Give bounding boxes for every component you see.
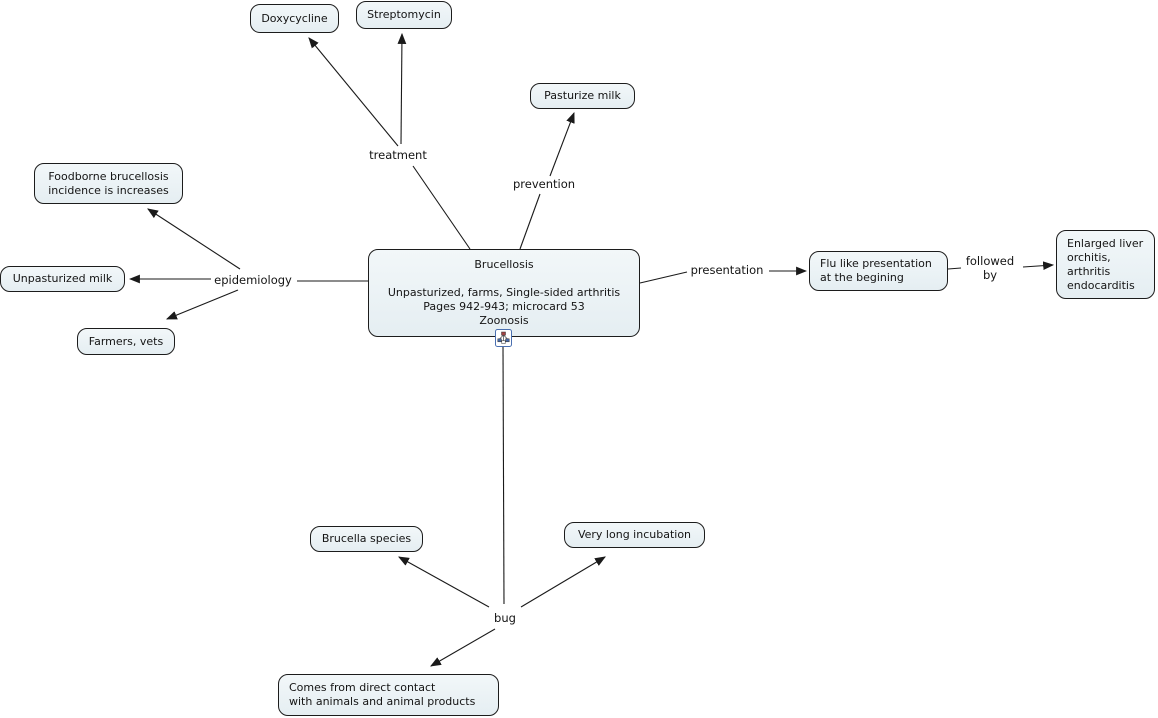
edge-bug-brucella-species[interactable] — [398, 556, 490, 608]
edge-epidemiology-farmers-vets[interactable] — [165, 289, 239, 320]
link-label-presentation[interactable]: presentation — [690, 263, 764, 277]
edge-flu-like-followed-by[interactable] — [947, 267, 962, 270]
node-doxycycline[interactable]: Doxycycline — [250, 4, 339, 33]
edge-bug-very-long-incubation[interactable] — [520, 556, 606, 608]
edge-treatment-streptomycin[interactable] — [397, 32, 407, 145]
edge-brucellosis-prevention[interactable] — [519, 193, 541, 250]
node-flu-like-presentation[interactable]: Flu like presentation at the begining — [809, 251, 948, 291]
link-label-bug[interactable]: bug — [494, 611, 516, 625]
edge-followed-by-enlarged-liver[interactable] — [1022, 261, 1055, 271]
node-brucellosis-central[interactable]: Brucellosis Unpasturized, farms, Single-… — [368, 249, 640, 337]
node-farmers-vets[interactable]: Farmers, vets — [77, 328, 175, 355]
node-very-long-incubation[interactable]: Very long incubation — [564, 522, 705, 548]
node-foodborne-brucellosis[interactable]: Foodborne brucellosis incidence is incre… — [34, 163, 183, 204]
edge-bug-direct-contact[interactable] — [430, 628, 496, 667]
edge-treatment-doxycycline[interactable] — [308, 37, 399, 147]
link-label-epidemiology[interactable]: epidemiology — [214, 273, 292, 287]
edge-brucellosis-bug[interactable] — [502, 346, 505, 605]
link-label-prevention[interactable]: prevention — [512, 177, 576, 191]
edge-prevention-pasturize-milk[interactable] — [549, 111, 575, 177]
node-direct-contact[interactable]: Comes from direct contact with animals a… — [278, 674, 499, 716]
link-label-treatment[interactable]: treatment — [369, 148, 427, 162]
link-label-followed-by[interactable]: followed by — [965, 254, 1015, 282]
edge-brucellosis-presentation[interactable] — [639, 271, 688, 284]
node-enlarged-liver[interactable]: Enlarged liver orchitis, arthritis endoc… — [1056, 230, 1155, 299]
node-unpasturized-milk[interactable]: Unpasturized milk — [0, 266, 125, 292]
node-pasturize-milk[interactable]: Pasturize milk — [530, 83, 635, 109]
node-streptomycin[interactable]: Streptomycin — [356, 1, 452, 29]
node-brucella-species[interactable]: Brucella species — [310, 526, 423, 552]
edge-brucellosis-treatment[interactable] — [412, 165, 471, 250]
edge-epidemiology-foodborne[interactable] — [147, 208, 241, 270]
concept-map-resource-icon[interactable] — [495, 329, 512, 347]
